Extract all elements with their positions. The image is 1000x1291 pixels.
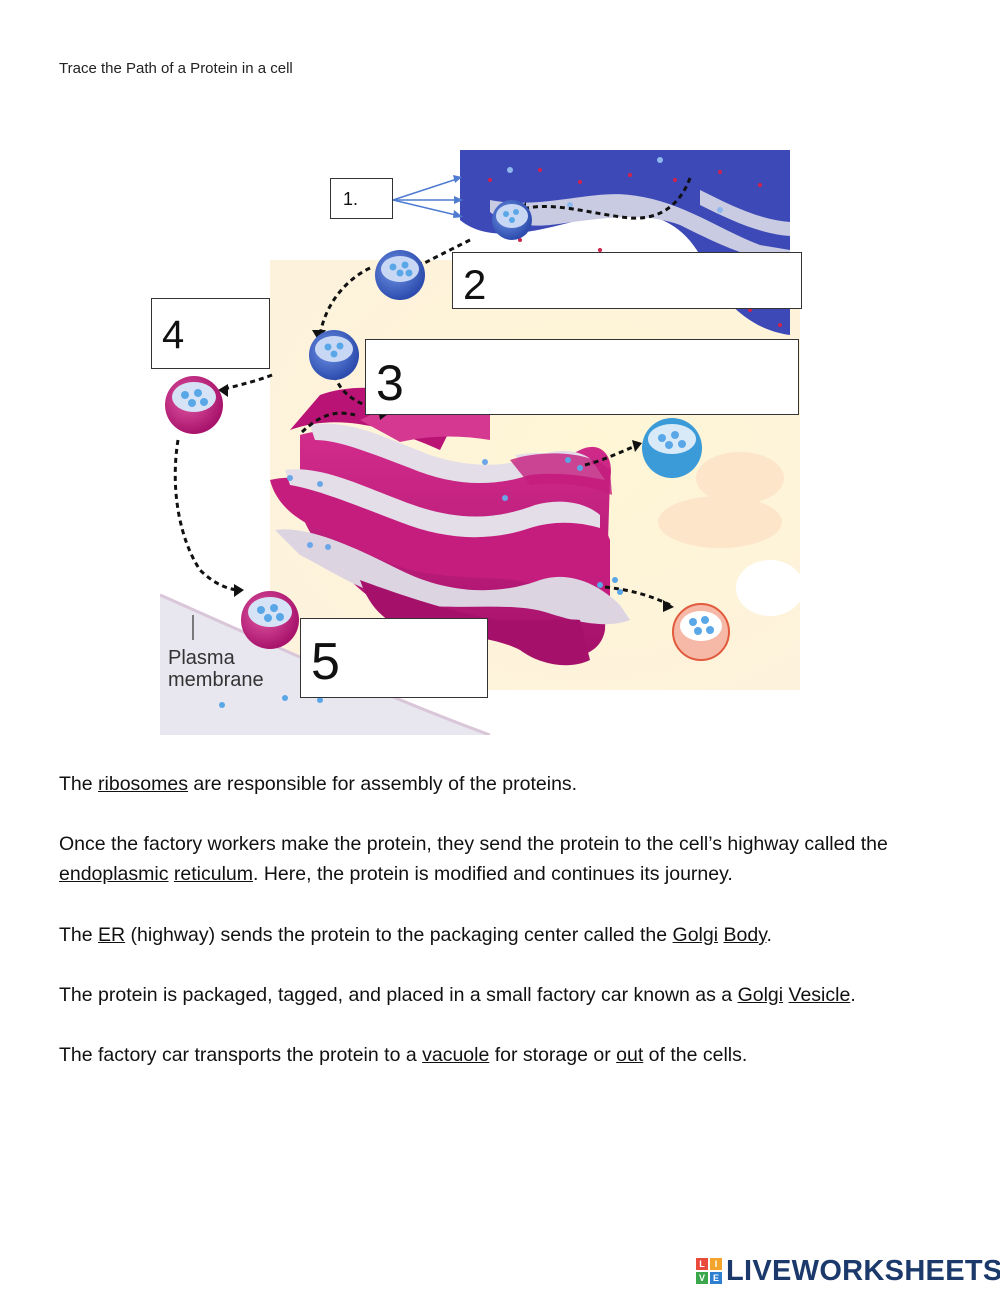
answer-box-2[interactable]: 2	[452, 252, 802, 309]
logo-letter: I	[710, 1258, 722, 1270]
text-span: . Here, the protein is modified and cont…	[253, 863, 733, 885]
vesicle	[165, 376, 223, 434]
paragraph-er: Once the factory workers make the protei…	[59, 829, 959, 889]
text-span: Once the factory workers make the protei…	[59, 833, 888, 855]
text-span: .	[766, 924, 772, 946]
text-span: (highway) sends the protein to the packa…	[125, 924, 673, 946]
paragraph-vesicle: The protein is packaged, tagged, and pla…	[59, 980, 959, 1010]
liveworksheets-logo[interactable]: L I V E LIVEWORKSHEETS	[696, 1253, 1000, 1289]
text-span: .	[850, 984, 856, 1006]
logo-text: LIVEWORKSHEETS	[726, 1254, 1000, 1287]
keyword-endoplasmic: endoplasmic	[59, 863, 169, 885]
organelle-shape	[696, 452, 784, 504]
golgi-body	[270, 387, 630, 666]
answer-box-5[interactable]: 5	[300, 618, 488, 698]
membrane-label-line: Plasma	[168, 647, 235, 669]
logo-letter: L	[696, 1258, 708, 1270]
keyword-ribosomes: ribosomes	[98, 773, 188, 795]
keyword-vacuole: vacuole	[422, 1044, 490, 1066]
answer-box-3[interactable]: 3	[365, 339, 799, 415]
vesicle	[492, 200, 532, 240]
protein-path-illustration	[160, 150, 800, 735]
keyword-body: Body	[723, 924, 767, 946]
vesicle	[642, 418, 702, 478]
text-span: are responsible for assembly of the prot…	[187, 773, 578, 795]
text-span: The protein is packaged, tagged, and pla…	[59, 984, 738, 1006]
plasma-membrane	[160, 595, 490, 735]
keyword-vesicle: Vesicle	[788, 984, 851, 1006]
vesicle	[309, 330, 359, 380]
plasma-membrane-label: Plasma membrane	[168, 647, 264, 691]
answer-box-4[interactable]: 4	[151, 298, 270, 369]
text-span: The	[59, 924, 99, 946]
text-span: The	[59, 773, 99, 795]
text-span: for storage or	[489, 1044, 617, 1066]
organelle-shape	[658, 496, 782, 548]
vesicle	[375, 250, 425, 300]
vesicle	[241, 591, 299, 649]
logo-letter: E	[710, 1272, 722, 1284]
worksheet-title: Trace the Path of a Protein in a cell	[59, 60, 293, 77]
paragraph-golgi-body: The ER (highway) sends the protein to th…	[59, 920, 959, 950]
logo-letter: V	[696, 1272, 708, 1284]
vesicle	[672, 603, 730, 661]
answer-box-1[interactable]: 1.	[330, 178, 393, 219]
keyword-er: ER	[98, 924, 126, 946]
paragraph-ribosomes: The ribosomes are responsible for assemb…	[59, 769, 959, 799]
paragraph-vacuole: The factory car transports the protein t…	[59, 1040, 959, 1070]
text-span: of the cells.	[643, 1044, 748, 1066]
cell-diagram	[160, 150, 800, 735]
keyword-reticulum: reticulum	[173, 863, 254, 885]
text-span: The factory car transports the protein t…	[59, 1044, 423, 1066]
keyword-golgi: Golgi	[737, 984, 784, 1006]
keyword-golgi: Golgi	[672, 924, 719, 946]
logo-mark-icon: L I V E	[696, 1258, 722, 1284]
membrane-label-line: membrane	[168, 669, 264, 691]
keyword-out: out	[616, 1044, 644, 1066]
